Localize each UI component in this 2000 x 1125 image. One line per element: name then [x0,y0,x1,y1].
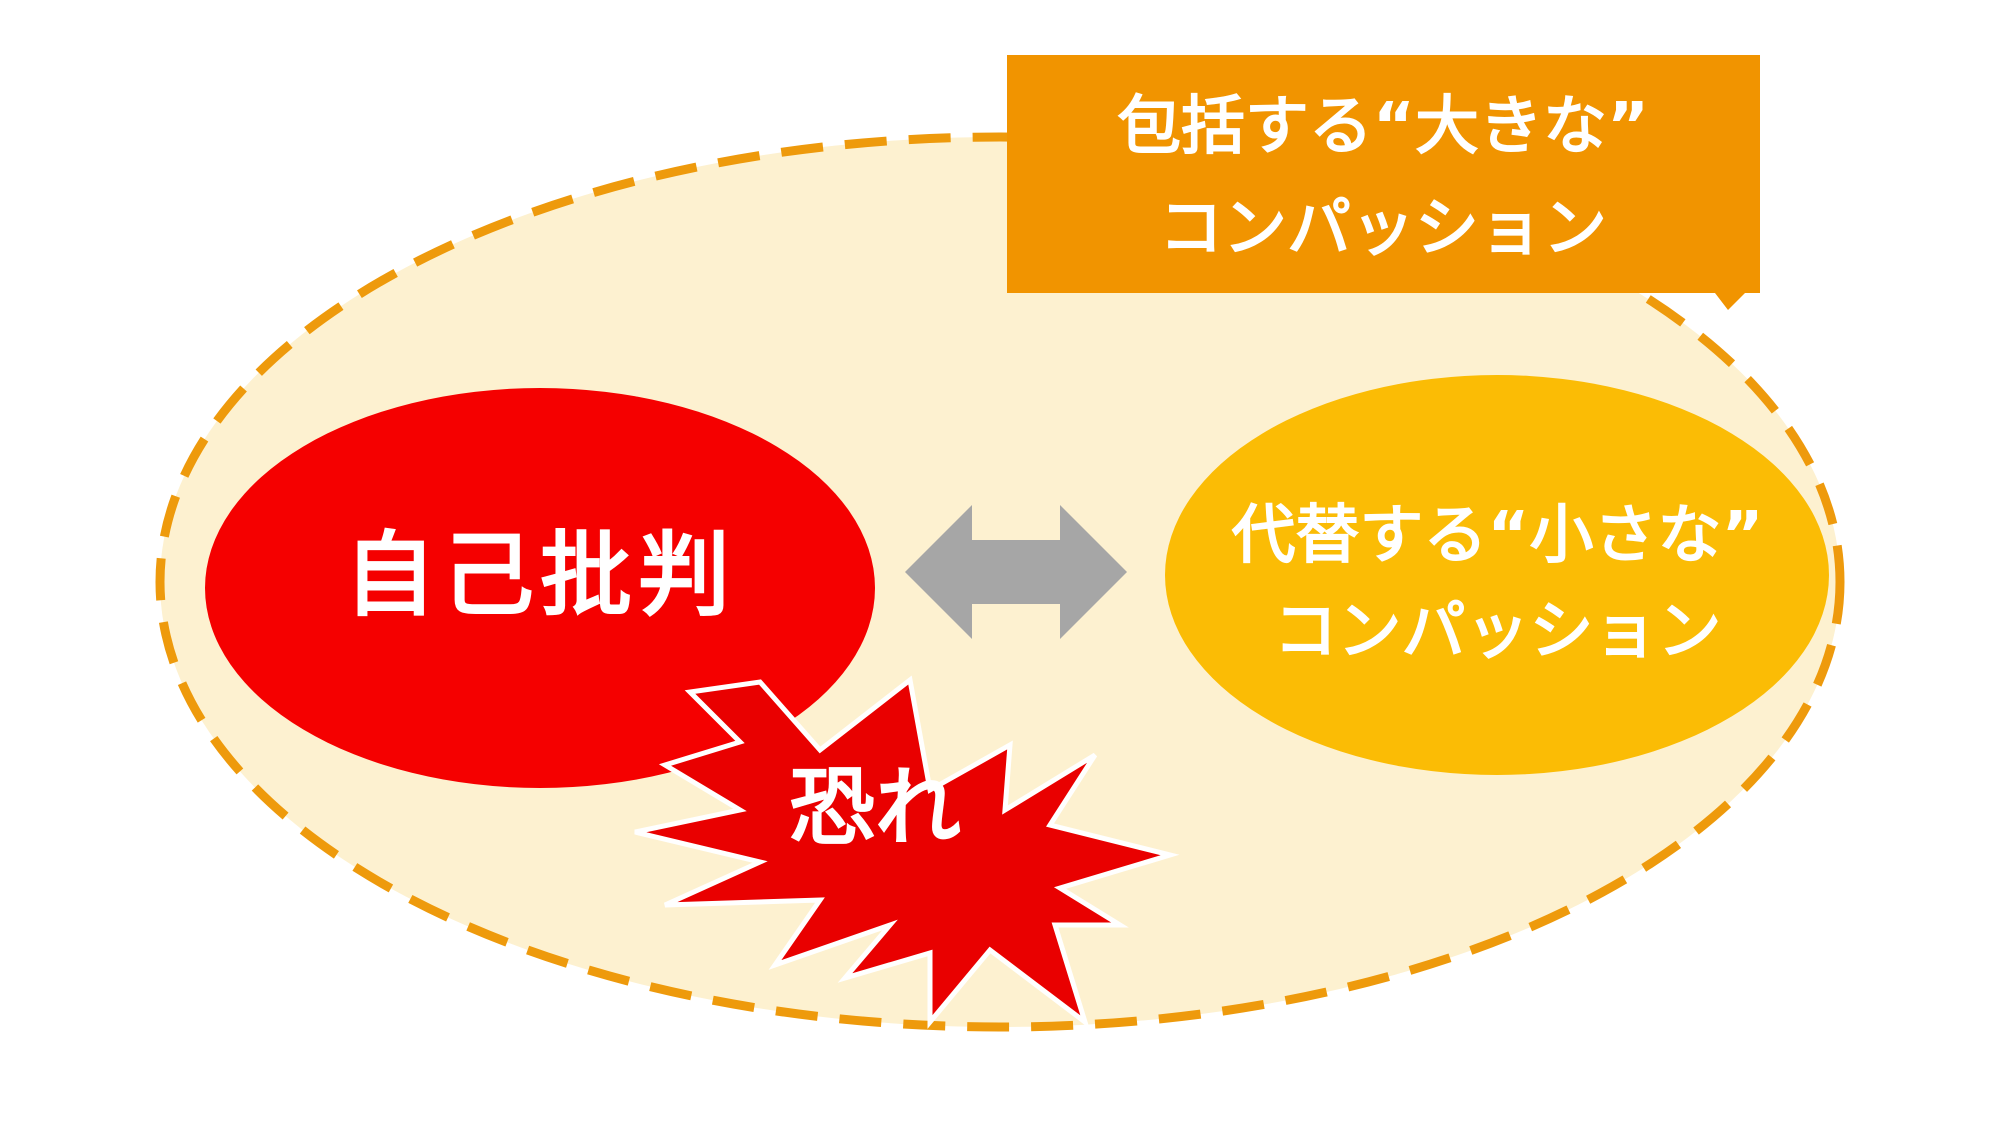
small-compassion-label: 代替する“小さな” コンパッション [1165,488,1830,680]
big-compassion-line2: コンパッション [1159,192,1607,266]
small-compassion-ellipse [1165,375,1829,775]
fear-label: 恐れ [789,758,961,858]
bidirectional-arrow [905,505,1127,639]
small-compassion-line2: コンパッション [1273,595,1722,669]
big-compassion-line1: 包括する“大きな” [1116,90,1650,164]
big-compassion-label: 包括する“大きな” コンパッション [1008,76,1758,280]
big-compassion-box [1007,55,1760,310]
small-compassion-line1: 代替する“小さな” [1231,499,1764,573]
self-criticism-label: 自己批判 [343,522,736,629]
fear-burst-shape [634,675,1180,1029]
